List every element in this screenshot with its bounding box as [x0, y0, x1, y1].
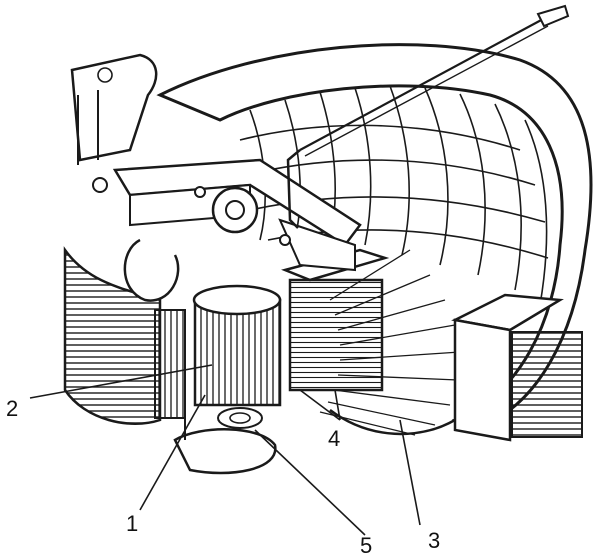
terminal-post: [70, 53, 158, 165]
label-5: 5: [360, 533, 373, 558]
label-2: 2: [6, 396, 19, 421]
label-4: 4: [328, 426, 341, 451]
armature: [92, 158, 362, 272]
core-cut-section: [451, 293, 583, 442]
contact-wire: [286, 4, 570, 229]
laminated-block: [281, 248, 390, 392]
leader-lines: [29, 364, 421, 536]
adjustment-screw: [173, 400, 277, 475]
pole-cylinder: [192, 284, 282, 407]
label-3: 3: [428, 528, 441, 553]
spring-curl: [123, 238, 180, 302]
label-1: 1: [126, 511, 139, 536]
